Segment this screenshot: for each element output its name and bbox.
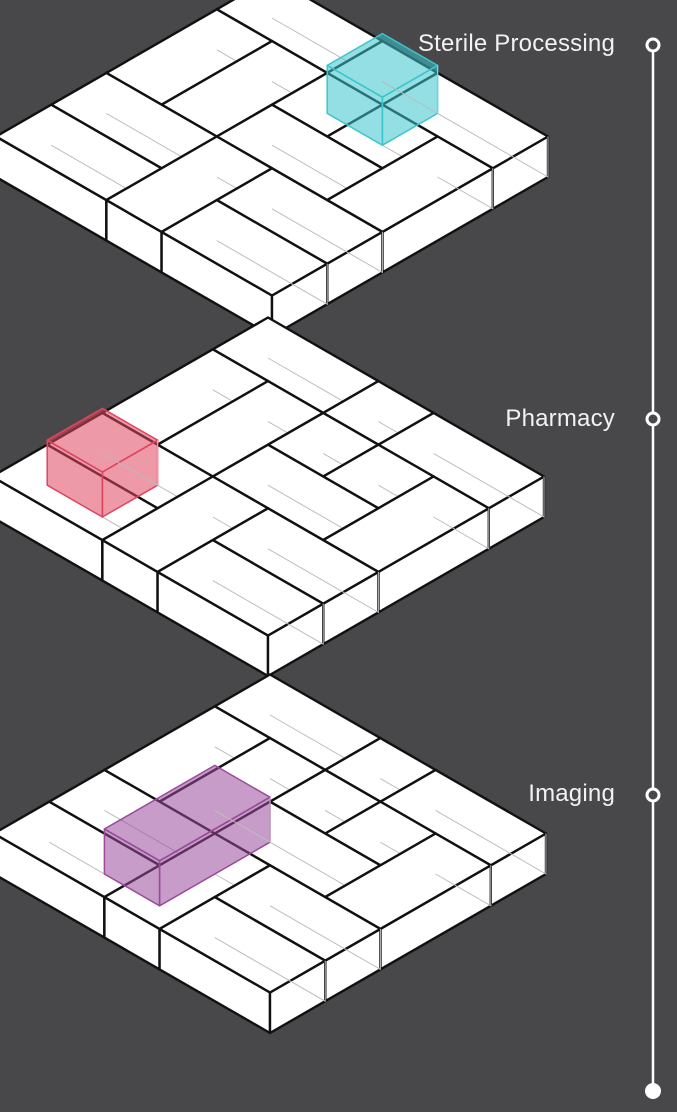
stage-label-pharmacy: Pharmacy	[505, 405, 615, 433]
timeline-node-3	[647, 789, 659, 801]
block-plate-3	[0, 675, 546, 1034]
timeline-node-2	[647, 413, 659, 425]
stage-label-imaging: Imaging	[528, 780, 615, 808]
timeline-end-dot	[645, 1083, 661, 1099]
stage-label-sterile-processing: Sterile Processing	[418, 30, 615, 58]
timeline-node-1	[647, 39, 659, 51]
block-plate-2	[0, 318, 544, 677]
